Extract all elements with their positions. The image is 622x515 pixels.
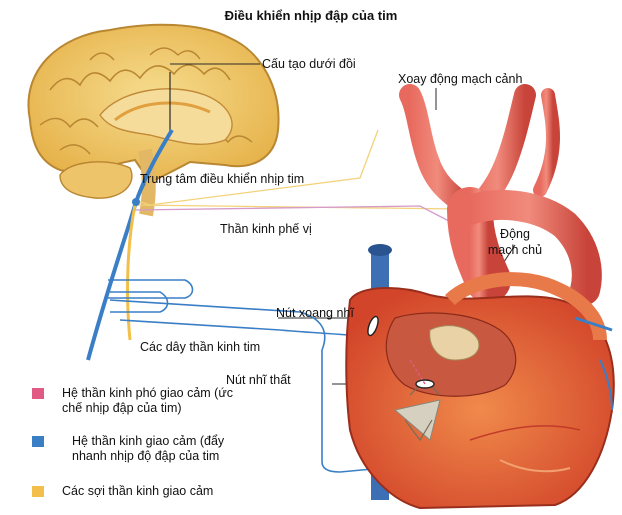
legend-parasympathetic-line2: chế nhịp đập của tim)	[62, 401, 322, 416]
label-vagus-nerve: Thần kinh phế vị	[220, 222, 312, 237]
legend-parasympathetic-line1: Hệ thần kinh phó giao cảm (ức	[62, 386, 322, 401]
legend-sympathetic-line2: nhanh nhịp độ đập của tim	[72, 449, 332, 464]
legend-sympathetic-fibers-line1: Các sợi thần kinh giao cảm	[62, 484, 322, 499]
label-hypothalamus: Cấu tạo dưới đồi	[262, 57, 356, 72]
label-heart-control-center: Trung tâm điều khiển nhịp tim	[140, 172, 304, 187]
legend-swatch-sympathetic-fibers	[32, 486, 44, 497]
label-carotid: Xoay động mạch cảnh	[398, 72, 522, 87]
label-aorta-line1: Động	[483, 227, 547, 242]
legend-swatch-sympathetic	[32, 436, 44, 447]
label-cardiac-nerves: Các dây thần kinh tim	[140, 340, 260, 355]
legend-sympathetic-line1: Hệ thần kinh giao cảm (đẩy	[72, 434, 332, 449]
heart	[346, 95, 613, 508]
label-sinoatrial-node: Nút xoang nhĩ	[276, 306, 354, 321]
legend-swatch-parasympathetic	[32, 388, 44, 399]
label-aorta-line2: mạch chủ	[473, 243, 557, 258]
